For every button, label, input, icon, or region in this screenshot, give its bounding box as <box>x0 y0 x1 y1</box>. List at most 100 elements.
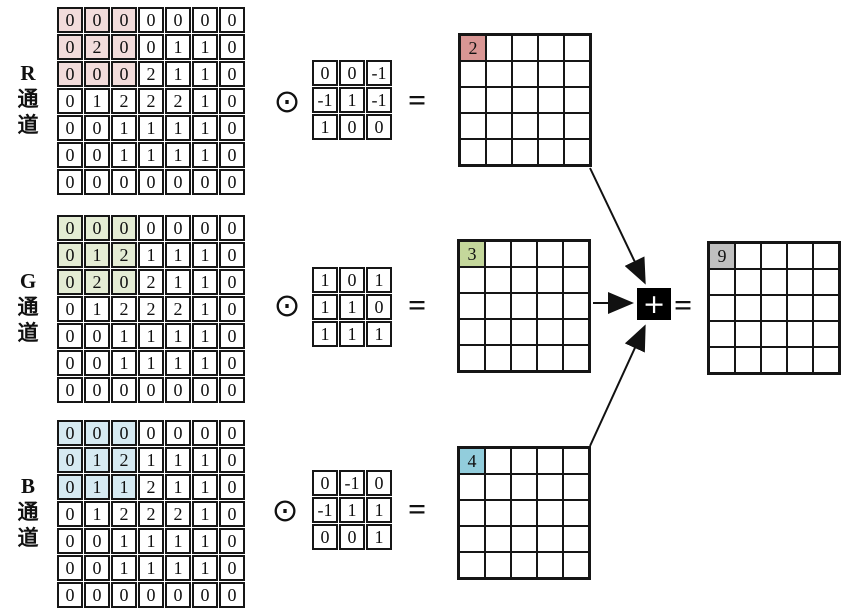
input-cell: 1 <box>192 296 218 322</box>
input-cell: 1 <box>84 447 110 473</box>
output-cell <box>459 500 485 526</box>
input-cell: 1 <box>165 269 191 295</box>
kernel-cell: -1 <box>366 60 392 86</box>
kernel-cell: 0 <box>339 60 365 86</box>
output-cell <box>563 448 589 474</box>
input-cell: 0 <box>219 501 245 527</box>
output-cell <box>512 113 538 139</box>
input-cell: 0 <box>165 420 191 446</box>
input-cell: 1 <box>192 350 218 376</box>
input-cell: 1 <box>138 323 164 349</box>
kernel-cell: 1 <box>339 294 365 320</box>
kernel-cell: 0 <box>312 60 338 86</box>
output-cell <box>563 526 589 552</box>
result-cell <box>735 295 761 321</box>
output-cell <box>460 61 486 87</box>
kernel-cell: 1 <box>339 497 365 523</box>
input-cell: 0 <box>219 528 245 554</box>
output-cell <box>537 345 563 371</box>
input-cell: 2 <box>138 474 164 500</box>
input-cell: 1 <box>138 142 164 168</box>
input-cell: 1 <box>84 501 110 527</box>
output-cell <box>486 87 512 113</box>
input-cell: 0 <box>84 215 110 241</box>
input-cell: 0 <box>138 34 164 60</box>
result-cell <box>761 347 787 373</box>
input-cell: 1 <box>192 555 218 581</box>
input-cell: 1 <box>165 447 191 473</box>
result-cell <box>735 269 761 295</box>
input-cell: 0 <box>57 61 83 87</box>
output-cell <box>511 474 537 500</box>
output-cell <box>486 139 512 165</box>
input-cell: 1 <box>138 447 164 473</box>
kernel-cell: 0 <box>339 267 365 293</box>
result-cell <box>709 321 735 347</box>
input-cell: 0 <box>57 142 83 168</box>
kernel-cell: 1 <box>312 267 338 293</box>
channel-label-char: R <box>20 61 36 85</box>
output-cell <box>564 139 590 165</box>
result-cell <box>813 321 839 347</box>
output-cell <box>485 448 511 474</box>
output-cell <box>563 345 589 371</box>
input-cell: 1 <box>192 447 218 473</box>
input-cell: 0 <box>165 169 191 195</box>
kernel-cell: 0 <box>339 114 365 140</box>
input-cell: 1 <box>84 296 110 322</box>
input-cell: 0 <box>57 377 83 403</box>
input-cell: 0 <box>57 420 83 446</box>
output-cell <box>511 241 537 267</box>
input-cell: 0 <box>57 169 83 195</box>
input-cell: 0 <box>138 215 164 241</box>
output-cell <box>459 267 485 293</box>
input-cell: 0 <box>84 377 110 403</box>
arrow-b-output-to-sum <box>589 324 646 447</box>
input-cell: 0 <box>219 142 245 168</box>
equals-sign-g: = <box>408 287 426 323</box>
input-cell: 0 <box>84 169 110 195</box>
input-cell: 1 <box>111 555 137 581</box>
input-cell: 0 <box>57 474 83 500</box>
output-cell <box>537 448 563 474</box>
input-cell: 0 <box>57 501 83 527</box>
channel-label-char: 通 <box>17 500 39 524</box>
channel-label-char: B <box>20 474 35 498</box>
output-cell <box>485 526 511 552</box>
input-cell: 2 <box>84 34 110 60</box>
input-cell: 0 <box>111 7 137 33</box>
input-cell: 1 <box>111 350 137 376</box>
input-cell: 0 <box>219 115 245 141</box>
channel-label-char: 通 <box>17 87 39 111</box>
input-cell: 1 <box>84 474 110 500</box>
output-cell <box>537 293 563 319</box>
output-cell <box>511 526 537 552</box>
input-cell: 0 <box>219 350 245 376</box>
kernel-cell: 0 <box>366 294 392 320</box>
input-cell: 1 <box>138 242 164 268</box>
output-cell <box>563 319 589 345</box>
channel-label-char: 通 <box>17 295 39 319</box>
input-cell: 2 <box>138 269 164 295</box>
input-cell: 0 <box>138 7 164 33</box>
output-cell <box>511 267 537 293</box>
input-cell: 1 <box>111 528 137 554</box>
input-cell: 0 <box>57 528 83 554</box>
output-cell <box>460 113 486 139</box>
input-cell: 2 <box>111 501 137 527</box>
output-cell <box>564 61 590 87</box>
input-cell: 0 <box>219 215 245 241</box>
input-cell: 0 <box>219 269 245 295</box>
output-cell <box>485 345 511 371</box>
output-cell <box>537 526 563 552</box>
input-cell: 2 <box>111 447 137 473</box>
output-cell <box>538 35 564 61</box>
input-cell: 0 <box>138 169 164 195</box>
output-cell <box>511 552 537 578</box>
kernel-cell: 1 <box>312 294 338 320</box>
input-cell: 0 <box>57 215 83 241</box>
input-cell: 0 <box>111 420 137 446</box>
input-cell: 0 <box>84 61 110 87</box>
